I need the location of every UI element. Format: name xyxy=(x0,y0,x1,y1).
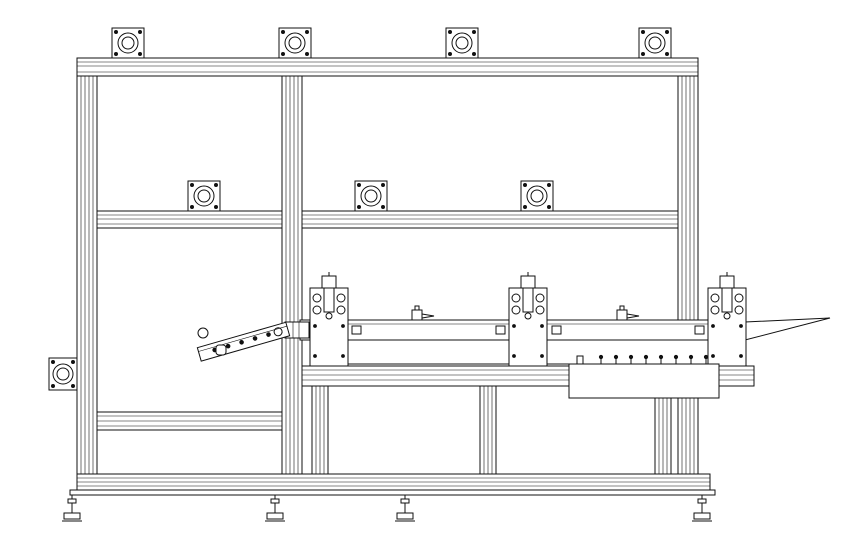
bottom-beam xyxy=(69,473,716,496)
leveling-foot-icon xyxy=(395,495,415,522)
support-posts xyxy=(311,385,672,475)
center-post xyxy=(281,75,303,475)
infeed-arm xyxy=(196,321,310,362)
mount-block-icon xyxy=(354,180,388,212)
left-post xyxy=(76,75,98,475)
top-beam xyxy=(76,57,699,77)
mount-block-icon xyxy=(278,27,312,59)
mount-block-icon xyxy=(111,27,145,59)
mount-block-icon xyxy=(638,27,672,59)
mount-blocks xyxy=(48,27,672,391)
conveyor-assembly xyxy=(196,272,831,399)
roller-station xyxy=(508,272,548,367)
clamp-icon xyxy=(411,305,435,321)
lower-left-beam xyxy=(96,411,283,431)
roller-station xyxy=(309,272,349,367)
right-post xyxy=(677,75,699,475)
mount-block-icon xyxy=(48,357,78,391)
mount-block-icon xyxy=(445,27,479,59)
leveling-feet xyxy=(62,495,712,522)
middle-beam xyxy=(96,210,679,229)
mount-block-icon xyxy=(187,180,221,212)
frame xyxy=(69,57,755,496)
roller-station xyxy=(707,272,747,367)
leveling-foot-icon xyxy=(692,495,712,522)
leveling-foot-icon xyxy=(265,495,285,522)
clamp-icon xyxy=(616,305,640,321)
control-box xyxy=(568,354,720,399)
leveling-foot-icon xyxy=(62,495,82,522)
mount-block-icon xyxy=(520,180,554,212)
